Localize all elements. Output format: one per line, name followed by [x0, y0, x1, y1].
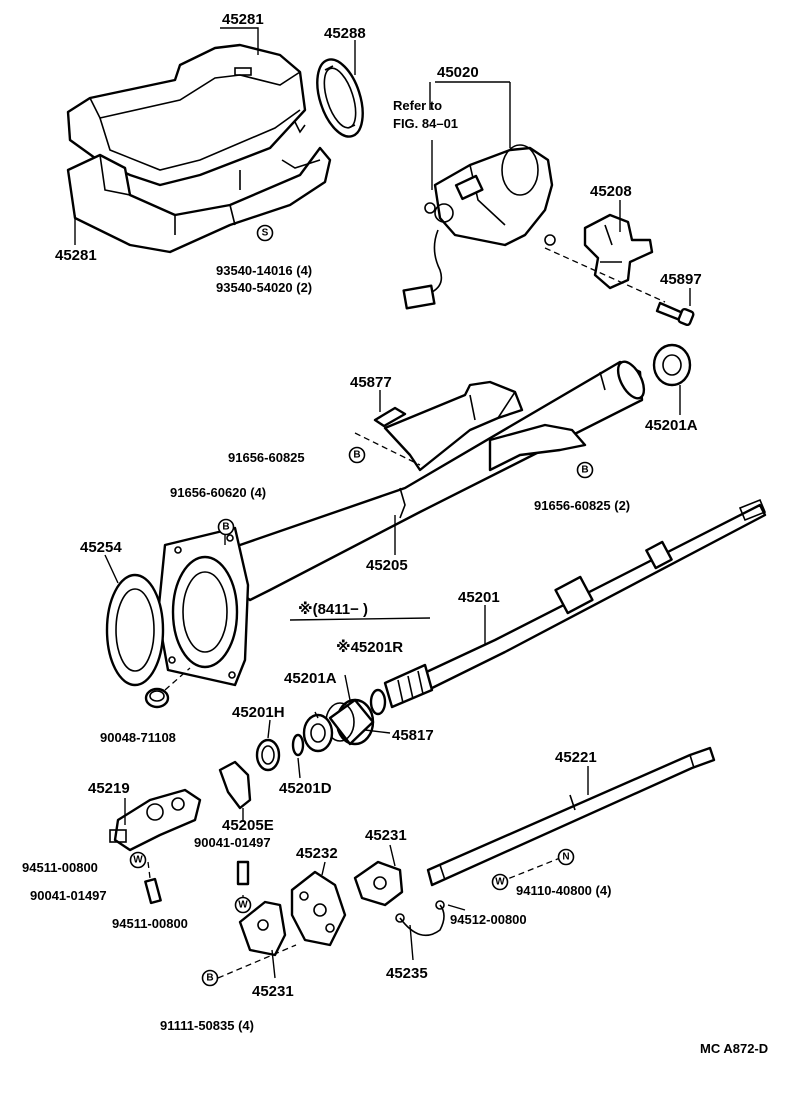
symbol-s-cover-screw: S	[256, 224, 274, 242]
upper-bearing	[652, 343, 692, 387]
label-45221: 45221	[555, 749, 597, 766]
symbol-b-coupling: B	[201, 969, 219, 987]
label-91656-60825-left: 91656-60825	[228, 450, 305, 465]
label-45201H: 45201H	[232, 704, 285, 721]
label-45231-bottom: 45231	[252, 983, 294, 1000]
symbol-w-right: W	[491, 873, 509, 891]
lower-bearing-45201A	[302, 713, 334, 753]
symbol-w-mid: W	[234, 896, 252, 914]
label-45897: 45897	[660, 271, 702, 288]
label-45208: 45208	[590, 183, 632, 200]
label-45201A-mid: 45201A	[284, 670, 337, 687]
svg-text:B: B	[222, 522, 229, 533]
washer-bolt-line-left	[147, 861, 151, 879]
snap-ring-45201D	[291, 733, 305, 757]
label-45281-top: 45281	[222, 11, 264, 28]
bracket-alignment-line	[354, 432, 421, 466]
refer-note-line2: FIG. 84–01	[393, 116, 458, 131]
symbol-n-right: N	[557, 848, 575, 866]
column-tube	[178, 360, 646, 602]
label-91656-60825-right: 91656-60825 (2)	[534, 498, 630, 513]
label-94511-00800-left: 94511-00800	[22, 860, 98, 875]
label-45281-left: 45281	[55, 247, 97, 264]
universal-joint	[109, 788, 202, 852]
note-8411: ※(8411− )	[298, 600, 368, 618]
label-93540-14016: 93540-14016 (4)	[216, 263, 312, 278]
clamp-bolt	[655, 301, 695, 327]
svg-text:W: W	[495, 877, 505, 888]
yoke-lower	[238, 900, 287, 957]
svg-text:W: W	[238, 900, 248, 911]
column-cover-lower	[66, 146, 332, 254]
symbol-b-tube-left: B	[348, 446, 366, 464]
bolt-alignment-line	[544, 247, 666, 303]
label-45235: 45235	[386, 965, 428, 982]
label-45201: 45201	[458, 589, 500, 606]
diagram-code: MC A872-D	[700, 1041, 768, 1056]
svg-text:N: N	[562, 852, 569, 863]
label-94511-00800-mid: 94511-00800	[112, 916, 188, 931]
column-flange-plate	[156, 526, 250, 687]
label-45205: 45205	[366, 557, 408, 574]
shaft-bearing-45817	[325, 698, 375, 746]
label-45254: 45254	[80, 539, 122, 556]
svg-text:S: S	[262, 228, 269, 239]
shaft-snap-ring	[369, 688, 387, 716]
yoke-upper	[353, 860, 404, 907]
intermediate-shaft	[426, 746, 716, 887]
main-shaft	[383, 498, 767, 709]
label-45201A-top: 45201A	[645, 417, 698, 434]
symbol-b-flange: B	[217, 518, 235, 536]
flexible-coupling	[290, 870, 347, 947]
hole-plug	[144, 687, 170, 709]
label-45877: 45877	[350, 374, 392, 391]
seal-45201H	[255, 738, 281, 772]
flange-gasket	[105, 573, 165, 687]
svg-text:W: W	[133, 855, 143, 866]
label-90048-71108: 90048-71108	[100, 730, 176, 745]
label-45205E: 45205E	[222, 817, 274, 834]
ground-strap	[395, 900, 445, 937]
label-45232: 45232	[296, 845, 338, 862]
yoke-bolt-left	[144, 877, 162, 905]
label-45219: 45219	[88, 780, 130, 797]
symbol-b-tube-right: B	[576, 461, 594, 479]
label-94110-40800: 94110-40800 (4)	[516, 883, 611, 898]
label-45201D: 45201D	[279, 780, 332, 797]
svg-text:B: B	[206, 973, 213, 984]
part-labels: 45281 45288 45281 93540-14016 (4) 93540-…	[22, 11, 768, 1056]
coupling-nut-line	[499, 857, 561, 883]
refer-note-line1: Refer to	[393, 98, 442, 113]
coupling-bolt-line	[217, 944, 297, 979]
column-bracket-assembly	[402, 140, 556, 310]
plug-alignment-line	[164, 667, 191, 691]
svg-text:B: B	[581, 465, 588, 476]
label-45288: 45288	[324, 25, 366, 42]
yoke-bolt-mid	[236, 860, 250, 886]
column-upper-bracket	[373, 380, 587, 472]
label-91656-60620: 91656-60620 (4)	[170, 485, 266, 500]
label-93540-54020: 93540-54020 (2)	[216, 280, 312, 295]
label-94512-00800: 94512-00800	[450, 912, 527, 927]
horn-contact-ring	[316, 58, 364, 138]
column-clamp	[583, 213, 654, 290]
leader-lines	[74, 27, 691, 979]
label-45231-top: 45231	[365, 827, 407, 844]
svg-text:B: B	[353, 450, 360, 461]
label-90041-01497-left: 90041-01497	[30, 888, 107, 903]
retainer-45205E	[218, 760, 252, 810]
label-90041-01497-mid: 90041-01497	[194, 835, 271, 850]
label-45020: 45020	[437, 64, 479, 81]
label-45817: 45817	[392, 727, 434, 744]
symbol-w-left: W	[129, 851, 147, 869]
label-45201R: ※45201R	[336, 638, 403, 656]
label-91111-50835: 91111-50835 (4)	[160, 1018, 254, 1033]
